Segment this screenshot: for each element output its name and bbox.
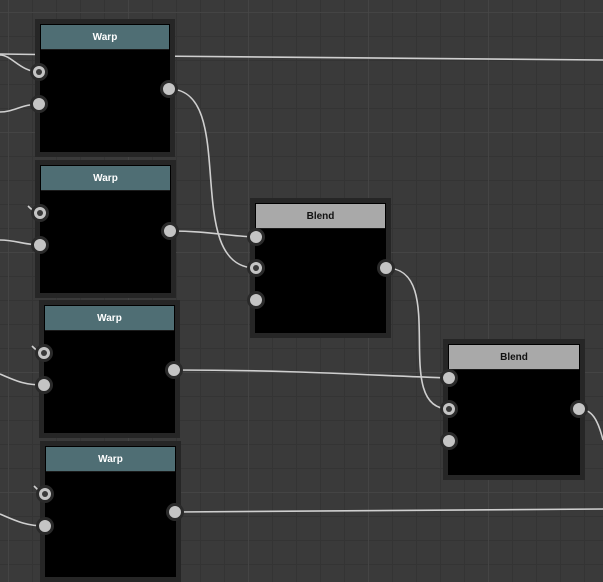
- blend-input-port[interactable]: [440, 369, 458, 387]
- warp-input-port[interactable]: [31, 236, 49, 254]
- warp-input-port[interactable]: [30, 63, 48, 81]
- node-title: Warp: [41, 166, 170, 191]
- warp-input-port[interactable]: [36, 485, 54, 503]
- wire-blend1-to-blend2: [385, 267, 450, 410]
- warp-output-port[interactable]: [161, 222, 179, 240]
- warp-input-port[interactable]: [30, 95, 48, 113]
- warp-input-port[interactable]: [31, 204, 49, 222]
- warp-node[interactable]: Warp: [35, 160, 176, 298]
- node-title: Warp: [41, 25, 169, 50]
- node-title: Warp: [46, 447, 175, 472]
- warp-input-port[interactable]: [36, 517, 54, 535]
- blend-output-port[interactable]: [377, 259, 395, 277]
- blend-node[interactable]: Blend: [250, 198, 391, 338]
- blend-node[interactable]: Blend: [443, 339, 585, 480]
- blend-input-port[interactable]: [247, 259, 265, 277]
- warp-output-port[interactable]: [165, 361, 183, 379]
- blend-input-port[interactable]: [247, 228, 265, 246]
- node-title: Warp: [45, 306, 174, 331]
- blend-input-port[interactable]: [247, 291, 265, 309]
- warp-node[interactable]: Warp: [39, 300, 180, 438]
- wire-warp4-out: [174, 508, 603, 513]
- blend-input-port[interactable]: [440, 400, 458, 418]
- warp-input-port[interactable]: [35, 344, 53, 362]
- warp-node[interactable]: Warp: [40, 441, 181, 582]
- blend-input-port[interactable]: [440, 432, 458, 450]
- warp-node[interactable]: Warp: [35, 19, 175, 157]
- wire-warp1-to-blend1: [168, 88, 257, 269]
- warp-input-port[interactable]: [35, 376, 53, 394]
- node-title: Blend: [449, 345, 579, 370]
- node-title: Blend: [256, 204, 385, 229]
- warp-output-port[interactable]: [160, 80, 178, 98]
- warp-output-port[interactable]: [166, 503, 184, 521]
- blend-output-port[interactable]: [570, 400, 588, 418]
- wire-warp3-to-blend2: [173, 369, 450, 379]
- wire-warp2-to-blend1: [169, 230, 257, 238]
